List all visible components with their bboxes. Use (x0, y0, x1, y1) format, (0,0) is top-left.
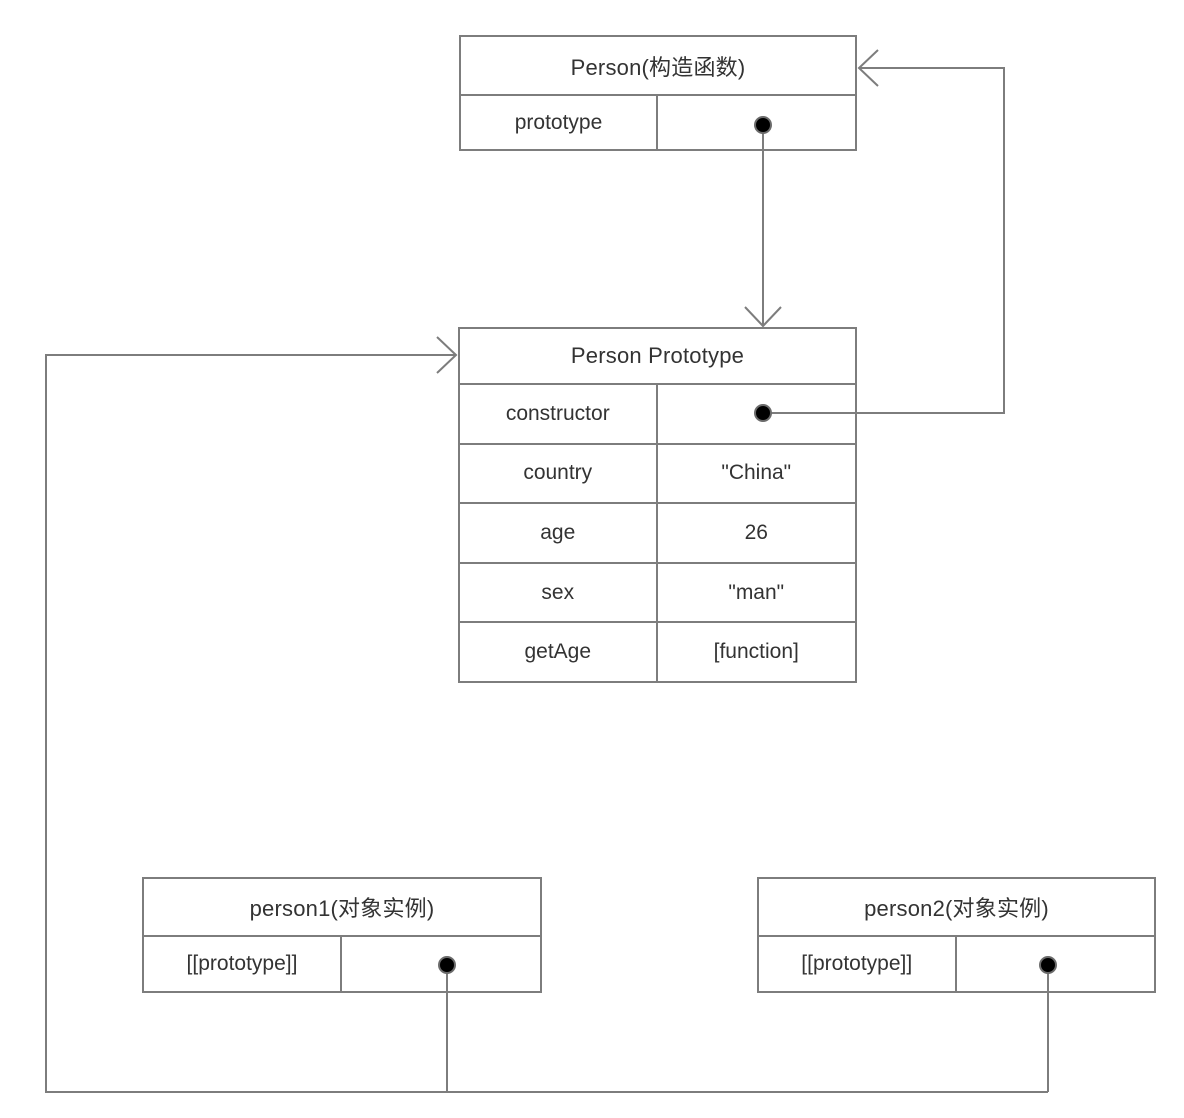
field-row-proto2: [[prototype]] (759, 937, 1154, 991)
field-value-prototype-pointer (658, 96, 855, 149)
field-value-age: 26 (744, 520, 768, 544)
person2-instance-title: person2(对象实例) (759, 879, 1154, 937)
field-value-country: "China" (721, 461, 792, 485)
field-row-age: age 26 (460, 502, 855, 562)
field-row-proto1: [[prototype]] (144, 937, 540, 991)
field-value-getage: [function] (713, 640, 799, 664)
person-constructor-title: Person(构造函数) (461, 37, 855, 96)
field-label-constructor: constructor (460, 385, 658, 443)
person2-instance-box: person2(对象实例) [[prototype]] (757, 877, 1156, 993)
field-label-proto2: [[prototype]] (759, 937, 957, 991)
field-row-getage: getAge [function] (460, 621, 855, 681)
field-label-country: country (460, 444, 658, 503)
field-value-proto2-pointer (957, 937, 1155, 991)
field-label-age: age (460, 504, 658, 562)
field-row-constructor: constructor (460, 385, 855, 443)
field-row-prototype: prototype (461, 96, 855, 149)
field-row-country: country "China" (460, 442, 855, 503)
person-constructor-box: Person(构造函数) prototype (459, 35, 857, 151)
field-value-sex: "man" (728, 580, 785, 604)
field-label-proto1: [[prototype]] (144, 937, 342, 991)
field-value-proto1-pointer (342, 937, 540, 991)
field-label-prototype: prototype (461, 96, 658, 149)
person1-instance-title: person1(对象实例) (144, 879, 540, 937)
field-label-sex: sex (460, 563, 658, 622)
person1-instance-box: person1(对象实例) [[prototype]] (142, 877, 542, 993)
person-prototype-box: Person Prototype constructor country "Ch… (458, 327, 857, 683)
arrowhead-left-icon (857, 49, 879, 87)
arrowhead-down-icon (744, 306, 782, 328)
field-value-constructor-pointer (658, 385, 856, 443)
arrowhead-right-icon (436, 336, 458, 374)
field-row-sex: sex "man" (460, 561, 855, 622)
field-label-getage: getAge (460, 623, 658, 681)
person-prototype-title: Person Prototype (460, 329, 855, 385)
